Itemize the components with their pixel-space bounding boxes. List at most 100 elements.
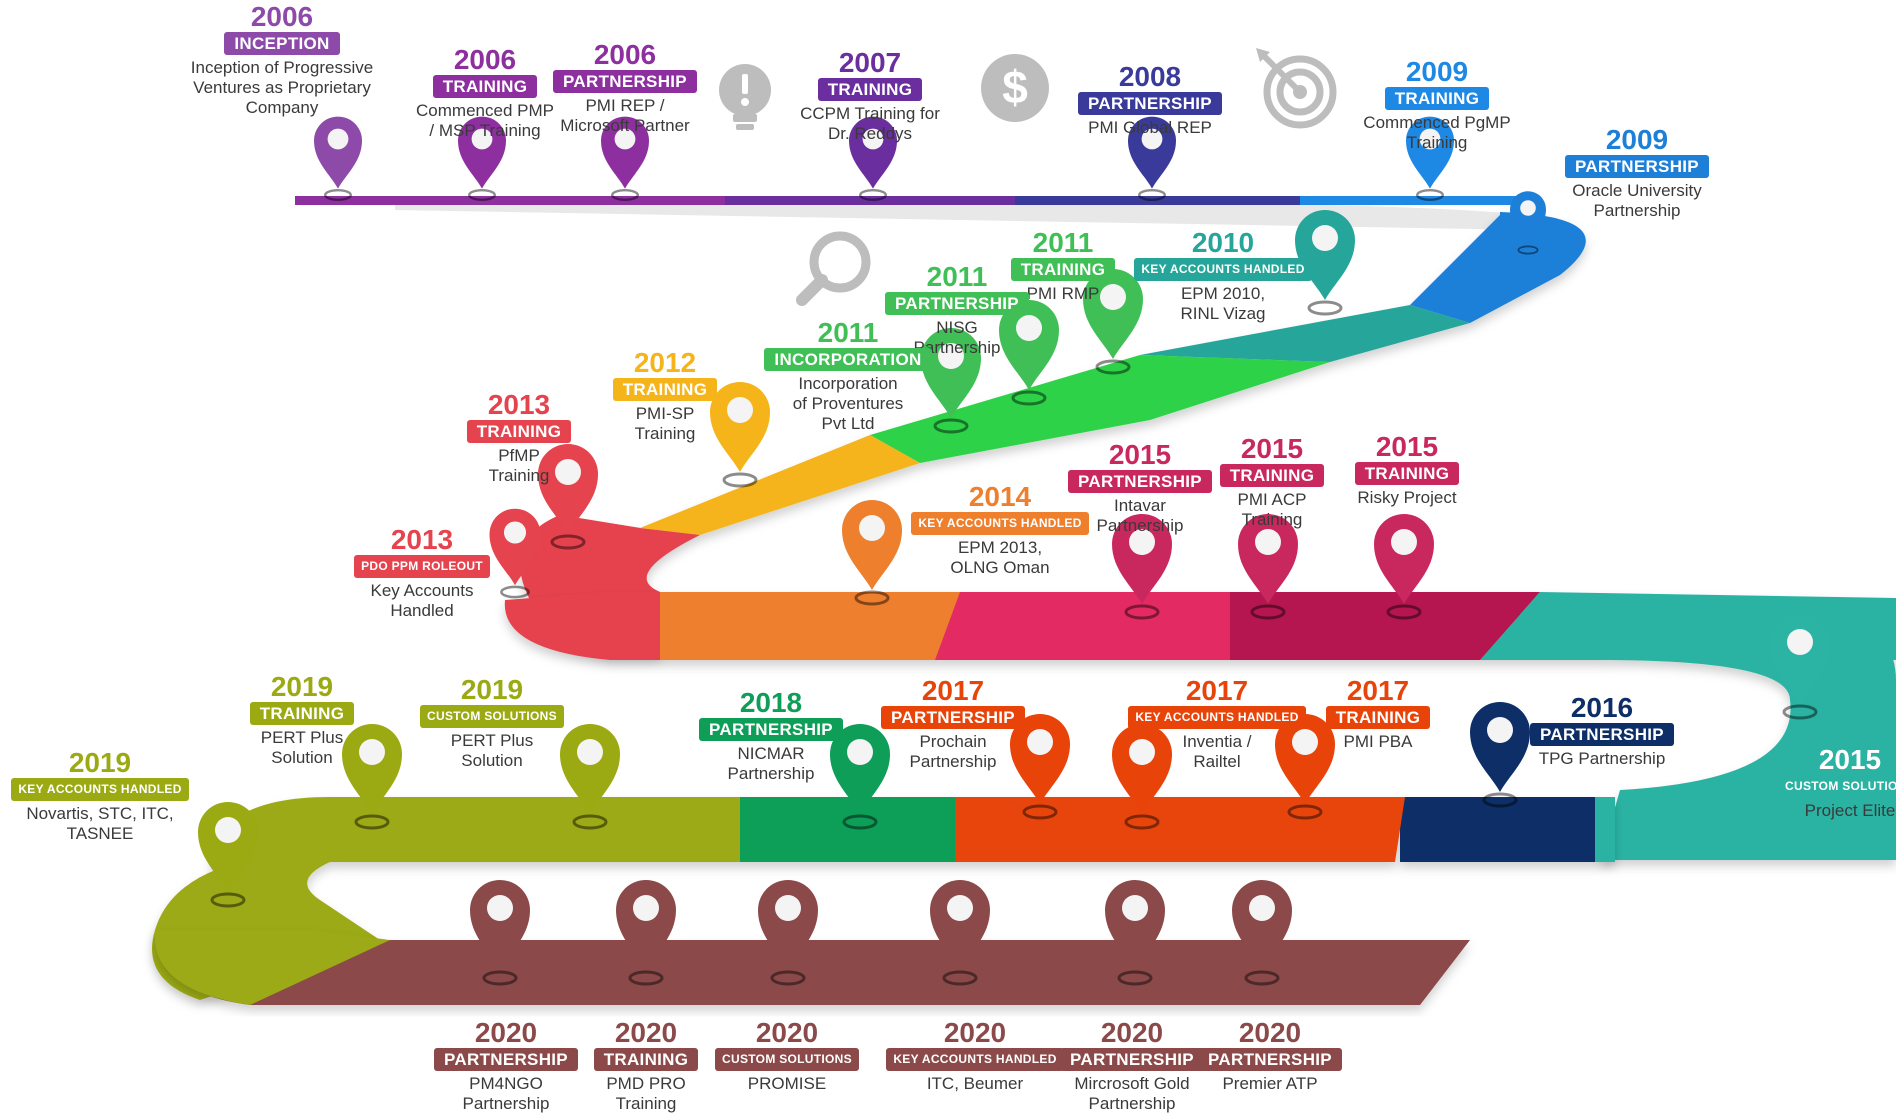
- map-pin-icon: [1510, 191, 1546, 255]
- map-pin-icon: [1374, 514, 1434, 620]
- event-year: 2011: [817, 317, 879, 348]
- map-pin-icon: [1083, 269, 1143, 375]
- event-tag: TRAINING: [1010, 258, 1116, 281]
- event-year: 2020: [1238, 1017, 1302, 1048]
- event-tag: PARTNERSHIP: [1060, 1048, 1204, 1071]
- event-year: 2012: [633, 347, 697, 378]
- event-year: 2015: [1375, 431, 1439, 462]
- event-year: 2020: [755, 1017, 819, 1048]
- event-description: PMI RMP: [1026, 284, 1100, 303]
- svg-text:$: $: [1002, 61, 1028, 113]
- event-tag: TRAINING: [432, 75, 538, 98]
- event-description: NICMAR Partnership: [727, 744, 815, 783]
- event-tag: TRAINING: [466, 420, 572, 443]
- map-pin-icon: [1105, 880, 1165, 986]
- event-year: 2006: [250, 1, 314, 32]
- event-year: 2011: [926, 261, 988, 292]
- event-year: 2009: [1405, 56, 1469, 87]
- map-pin-icon: [849, 116, 897, 202]
- dollar-icon: $: [981, 54, 1049, 122]
- event-tag: INCEPTION: [224, 32, 340, 55]
- event-year: 2017: [921, 675, 985, 706]
- event-tag: PARTNERSHIP: [1078, 92, 1222, 115]
- event-year: 2013: [487, 389, 551, 420]
- event-description: PMD PRO Training: [606, 1074, 686, 1113]
- event-description: PERT Plus Solution: [260, 728, 344, 767]
- event-description: EPM 2013, OLNG Oman: [950, 538, 1050, 577]
- event-tag: PARTNERSHIP: [699, 718, 843, 741]
- event-tag: TRAINING: [1219, 464, 1325, 487]
- event-tag: TRAINING: [1384, 87, 1490, 110]
- event-year: 2015: [1818, 744, 1882, 775]
- event-description: Project Elite: [1804, 801, 1896, 820]
- event-year: 2020: [614, 1017, 678, 1048]
- road-row-1: [295, 196, 1545, 230]
- event-tag: PARTNERSHIP: [881, 706, 1025, 729]
- event-description: Premier ATP: [1222, 1074, 1318, 1093]
- map-pin-icon: [758, 880, 818, 986]
- map-pin-icon: [1112, 514, 1172, 620]
- map-pin-icon: [830, 724, 890, 830]
- event-description: Commenced PMP / MSP Training: [416, 101, 554, 140]
- map-pin-icon: [538, 444, 598, 550]
- event-tag: TRAINING: [612, 378, 718, 401]
- event-description: ITC, Beumer: [926, 1074, 1024, 1093]
- map-pin-icon: [1238, 514, 1298, 620]
- event-year: 2019: [460, 674, 524, 705]
- event-tag: PARTNERSHIP: [1565, 155, 1709, 178]
- map-pin-icon: [489, 508, 541, 599]
- map-pin-icon: [1406, 116, 1454, 202]
- event-year: 2016: [1570, 692, 1634, 723]
- search-icon: [796, 231, 871, 306]
- event-description: PERT Plus Solution: [450, 731, 534, 770]
- event-tag: TRAINING: [1325, 706, 1431, 729]
- map-pin-icon: [999, 300, 1059, 406]
- event-description: Commenced PgMP Training: [1363, 113, 1511, 152]
- event-description: PMI-SP Training: [634, 404, 696, 443]
- event-description: Mircrosoft Gold Partnership: [1074, 1074, 1190, 1113]
- map-pin-icon: [842, 500, 902, 606]
- event-year: 2006: [593, 39, 657, 70]
- map-pin-icon: [930, 880, 990, 986]
- event-year: 2007: [838, 47, 902, 78]
- event-description: PM4NGO Partnership: [462, 1074, 550, 1113]
- event-year: 2019: [270, 671, 334, 702]
- event-description: Inception of Progressive Ventures as Pro…: [190, 58, 374, 117]
- map-pin-icon: [1275, 714, 1335, 820]
- event-tag: CUSTOM SOLUTIONS: [1785, 779, 1896, 793]
- map-pin-icon: [601, 116, 649, 202]
- event-description: Incorporation of Proventures Pvt Ltd: [792, 374, 904, 433]
- event-tag: PDO PPM ROLEOUT: [354, 555, 490, 578]
- event-tag: KEY ACCOUNTS HANDLED: [11, 778, 189, 801]
- road-row-2: [504, 592, 1896, 860]
- pins-layer: [198, 116, 1830, 986]
- event-year: 2011: [1032, 227, 1094, 258]
- event-year: 2015: [1240, 433, 1304, 464]
- event-description: Key Accounts Handled: [370, 581, 474, 620]
- event-year: 2019: [68, 747, 132, 778]
